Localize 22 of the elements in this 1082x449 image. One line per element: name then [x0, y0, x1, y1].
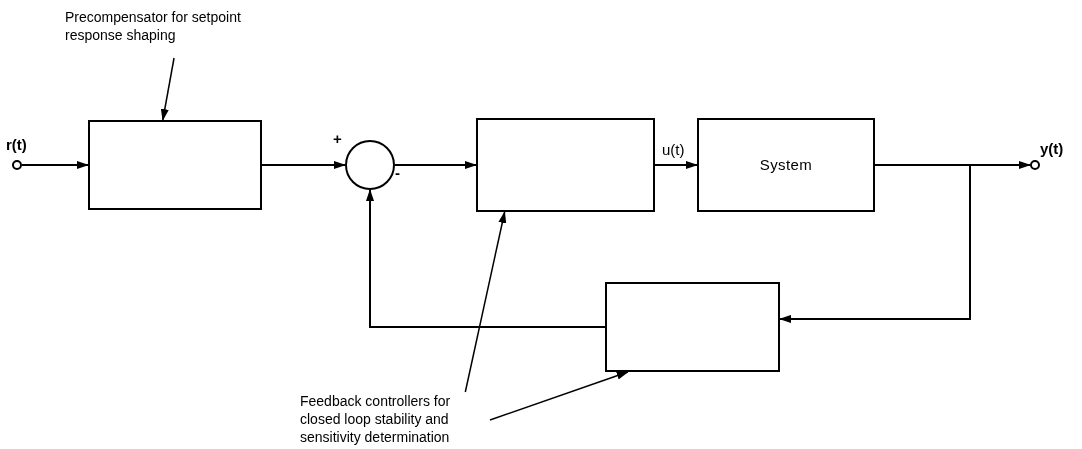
arrow [779, 164, 971, 323]
block-box [697, 118, 875, 212]
arrow [394, 161, 477, 169]
annotation-text: Feedback controllers for closed loop stability and sensitivity determination [300, 392, 452, 446]
leader-line [489, 371, 629, 421]
block-label: System [759, 154, 813, 175]
arrow [366, 189, 606, 328]
signal-label: - [395, 164, 400, 182]
arrow [21, 161, 89, 169]
leader-line [160, 57, 175, 121]
signal-label: + [333, 130, 342, 148]
signal-label: r(t) [6, 136, 27, 154]
block-box [476, 118, 655, 212]
block-box [605, 282, 780, 372]
arrow [261, 161, 346, 169]
summing-junction [345, 140, 395, 190]
edge-label: u(t) [662, 141, 685, 159]
leader-line [464, 211, 507, 393]
annotation-text: Precompensator for setpoint response shaping [65, 8, 242, 44]
signal-label: y(t) [1040, 140, 1064, 158]
arrow [654, 161, 698, 169]
block-box [88, 120, 262, 210]
